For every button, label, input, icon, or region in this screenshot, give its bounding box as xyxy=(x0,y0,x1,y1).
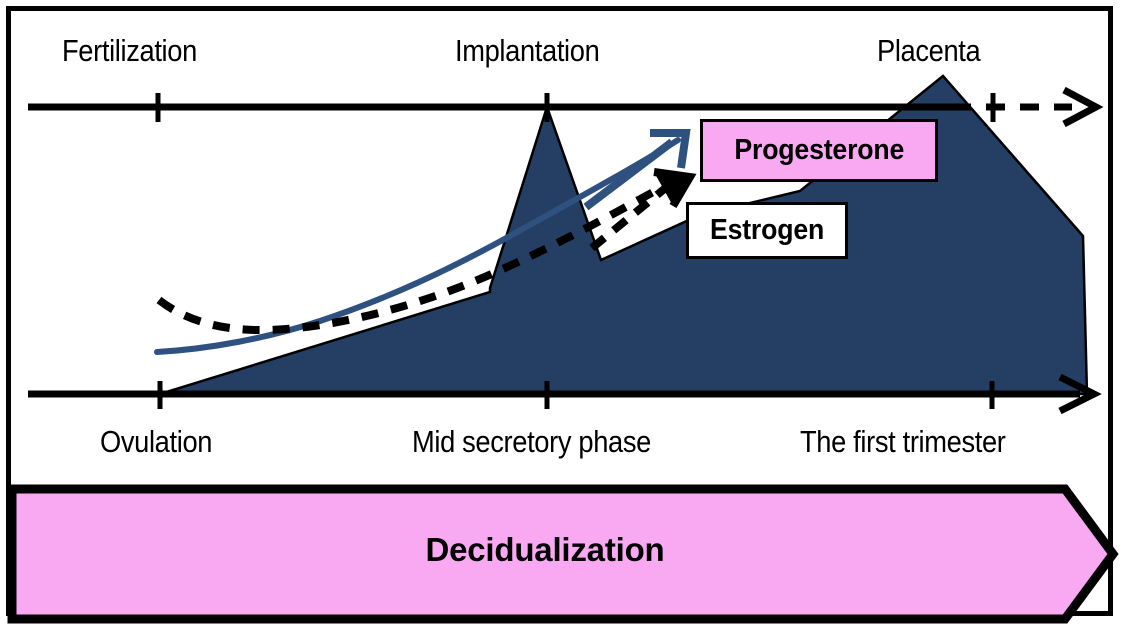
event-label-implantation: Implantation xyxy=(455,33,600,68)
progesterone-label-text: Progesterone xyxy=(734,134,904,166)
estrogen-callout-arrowhead xyxy=(653,168,697,209)
event-label-fertilization: Fertilization xyxy=(62,33,197,68)
decidualization-banner-shape[interactable] xyxy=(7,484,1119,624)
line-series-estrogen xyxy=(156,172,684,335)
decidualization-banner-label: Decidualization xyxy=(425,531,665,568)
phase-label-mid-secretory-phase: Mid secretory phase xyxy=(412,424,651,459)
bottom-axis-arrowhead xyxy=(1058,373,1102,415)
estrogen-label-text: Estrogen xyxy=(709,214,825,246)
estrogen-label-box[interactable]: Estrogen xyxy=(686,202,848,259)
phase-label-ovulation: Ovulation xyxy=(100,424,213,459)
event-label-placenta: Placenta xyxy=(877,33,981,68)
line-series-progesterone xyxy=(154,137,681,355)
progesterone-callout-arrowhead xyxy=(650,129,691,169)
progesterone-label-box[interactable]: Progesterone xyxy=(700,119,938,182)
phase-label-first-trimester: The first trimester xyxy=(800,424,1006,459)
progesterone-callout-arrow-shaft xyxy=(583,138,675,211)
top-axis-arrowhead xyxy=(1062,86,1104,128)
